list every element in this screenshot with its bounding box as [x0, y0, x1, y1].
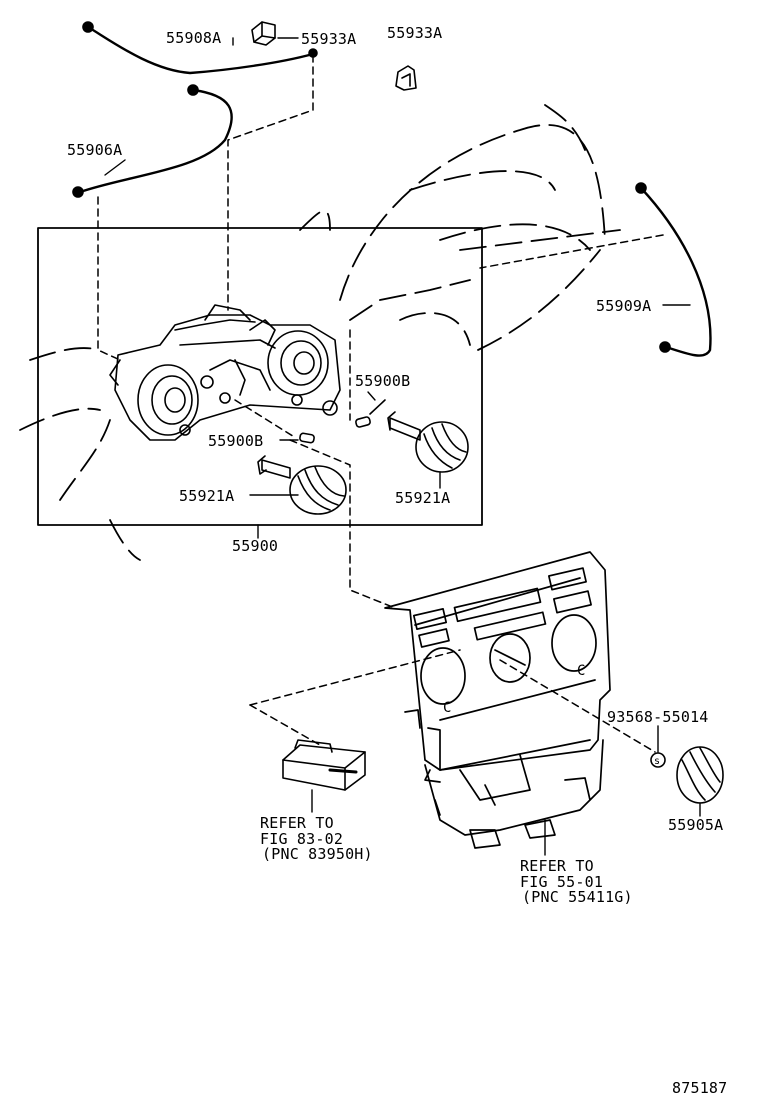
- clip-55933A-right: [395, 65, 417, 91]
- panel-mark-left: C: [443, 700, 451, 716]
- label-55900B-left: 55900B: [208, 432, 264, 450]
- label-55921A-left: 55921A: [179, 487, 235, 505]
- label-55900B-right: 55900B: [355, 372, 411, 390]
- knob-55905A: [676, 746, 724, 804]
- knob-55921A-left: [257, 455, 347, 515]
- cable-55908A: [82, 21, 318, 75]
- label-55900: 55900: [232, 537, 279, 555]
- front-panel: [384, 551, 611, 849]
- bulb-55900B-right: [355, 399, 386, 428]
- ref-fig-83-line2: FIG 83-02: [260, 830, 344, 848]
- cable-55909A: [635, 182, 712, 357]
- label-55921A-right: 55921A: [395, 489, 451, 507]
- label-55933A-right: 55933A: [387, 24, 443, 42]
- label-55933A-left: 55933A: [301, 30, 357, 48]
- label-55906A: 55906A: [67, 141, 123, 159]
- ref-fig-55-line3: (PNC 55411G): [522, 888, 633, 906]
- label-55909A: 55909A: [596, 297, 652, 315]
- cable-55906A: [72, 84, 233, 198]
- switch-module: [282, 739, 366, 791]
- clip-55933A-left: [251, 21, 276, 46]
- ref-fig-55-line2: FIG 55-01: [520, 873, 604, 891]
- label-leaders: [104, 37, 701, 856]
- assembly-frame: [37, 227, 483, 526]
- dashboard-outline: [19, 104, 621, 561]
- label-93568-55014: 93568-55014: [607, 708, 709, 726]
- ref-fig-83-line3: (PNC 83950H): [262, 845, 373, 863]
- ref-fig-83-line1: REFER TO: [260, 814, 334, 832]
- label-55905A: 55905A: [668, 816, 724, 834]
- diagram-number: 875187: [672, 1079, 728, 1097]
- svg-text:s: s: [654, 756, 660, 767]
- ref-fig-55-line1: REFER TO: [520, 857, 594, 875]
- washer-93568: s: [650, 752, 666, 768]
- label-55908A: 55908A: [166, 29, 222, 47]
- control-assembly: [109, 304, 341, 441]
- knob-55921A-right: [387, 411, 469, 473]
- panel-mark-right: C: [577, 663, 585, 679]
- bulb-55900B-left: [299, 432, 315, 444]
